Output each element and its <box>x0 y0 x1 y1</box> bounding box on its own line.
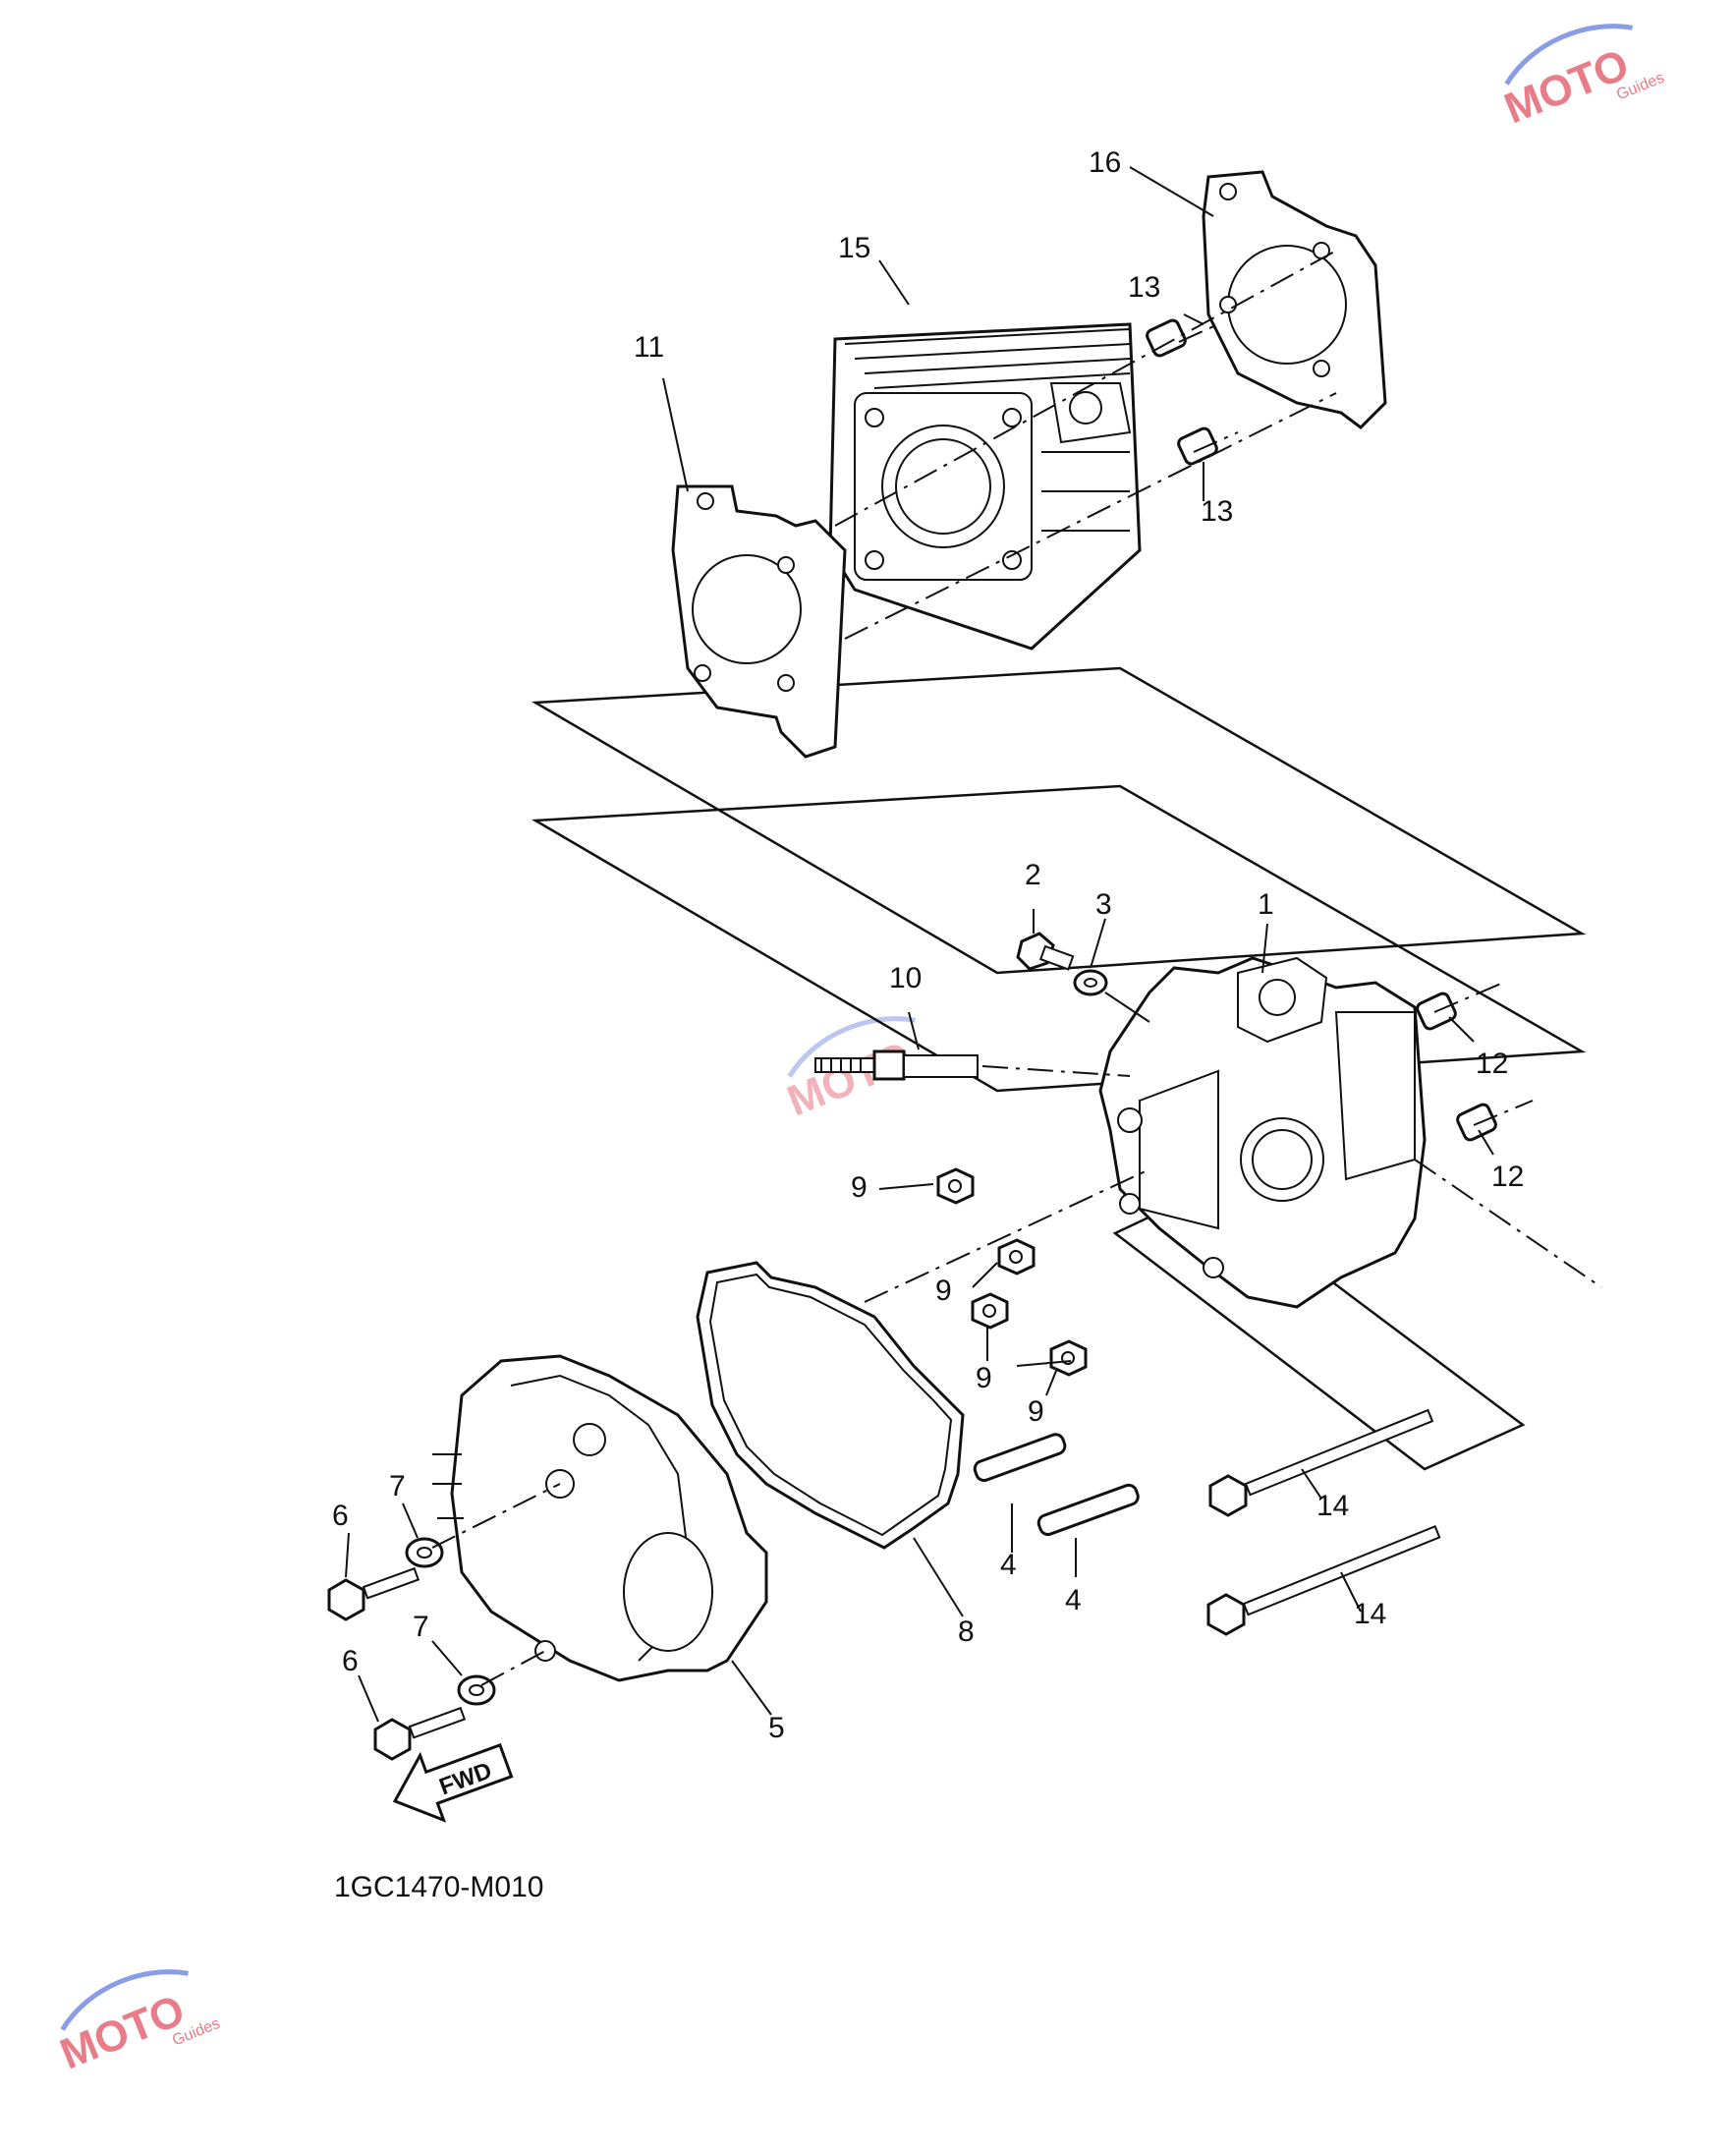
nut-9-a <box>936 1167 975 1205</box>
cylinder-head-cover <box>432 1354 768 1682</box>
callout-10: 10 <box>889 962 922 994</box>
callout-9-a: 9 <box>851 1171 868 1204</box>
callout-9-c: 9 <box>976 1362 992 1394</box>
bolt-6-lower <box>373 1706 467 1761</box>
callout-5: 5 <box>768 1712 785 1744</box>
alignment-lines <box>431 250 1602 1686</box>
callout-12-a: 12 <box>1476 1048 1508 1080</box>
callout-14-a: 14 <box>1316 1490 1349 1522</box>
callout-labels: 1 2 3 4 4 5 6 6 7 7 8 9 9 9 9 10 11 12 1… <box>332 146 1524 1744</box>
dowel-pin-13-lower <box>1177 426 1218 466</box>
callout-13-b: 13 <box>1201 495 1233 528</box>
stud-bolt-4-a <box>973 1433 1067 1483</box>
callout-6-a: 6 <box>332 1500 349 1532</box>
stud-bolt-4-b <box>1036 1483 1140 1537</box>
callout-4-a: 4 <box>1000 1549 1017 1581</box>
callout-7-a: 7 <box>389 1470 406 1502</box>
callout-2: 2 <box>1025 859 1041 891</box>
callout-7-b: 7 <box>413 1611 429 1643</box>
cylinder-head-gasket <box>1202 170 1387 429</box>
callout-1: 1 <box>1258 888 1274 921</box>
watermark-bottom-left: MOTO Guides <box>54 1969 223 2079</box>
svg-text:MOTO: MOTO <box>1498 40 1636 134</box>
assembly-frame-lower <box>531 784 1587 1093</box>
bolt-2 <box>1016 932 1075 971</box>
long-bolt-14-b <box>1206 1525 1441 1636</box>
dowel-pin-13-upper <box>1146 318 1187 358</box>
leader-lines <box>345 166 1494 1723</box>
callout-9-d: 9 <box>1028 1395 1044 1428</box>
callout-13-a: 13 <box>1128 271 1160 304</box>
nut-9-b <box>997 1238 1036 1275</box>
washer-3 <box>1073 969 1108 996</box>
nut-9-d <box>1049 1339 1088 1377</box>
cylinder-base-gasket <box>671 484 847 759</box>
cover-gasket <box>696 1261 965 1550</box>
callout-11: 11 <box>634 331 664 364</box>
spark-plug <box>814 1049 979 1081</box>
cylinder-part <box>828 322 1142 651</box>
callout-12-b: 12 <box>1491 1161 1524 1193</box>
callout-8: 8 <box>958 1616 975 1648</box>
callout-9-b: 9 <box>935 1275 952 1307</box>
cylinder-head-part <box>1098 956 1427 1309</box>
callout-3: 3 <box>1095 888 1112 921</box>
callout-15: 15 <box>838 232 870 264</box>
callout-4-b: 4 <box>1065 1584 1082 1616</box>
diagram-code: 1GC1470-M010 <box>334 1871 543 1903</box>
long-bolt-14-a <box>1208 1408 1434 1517</box>
watermark-top-right: MOTO Guides <box>1498 24 1667 134</box>
nut-9-c <box>971 1292 1009 1330</box>
callout-14-b: 14 <box>1354 1598 1386 1630</box>
assembly-frame-upper <box>531 666 1587 975</box>
svg-text:MOTO: MOTO <box>54 1986 192 2079</box>
washer-7-upper <box>405 1537 444 1568</box>
callout-6-b: 6 <box>342 1645 359 1677</box>
callout-16: 16 <box>1089 146 1121 179</box>
bolt-6-upper <box>327 1566 420 1621</box>
dowel-pin-12-lower <box>1456 1103 1497 1142</box>
